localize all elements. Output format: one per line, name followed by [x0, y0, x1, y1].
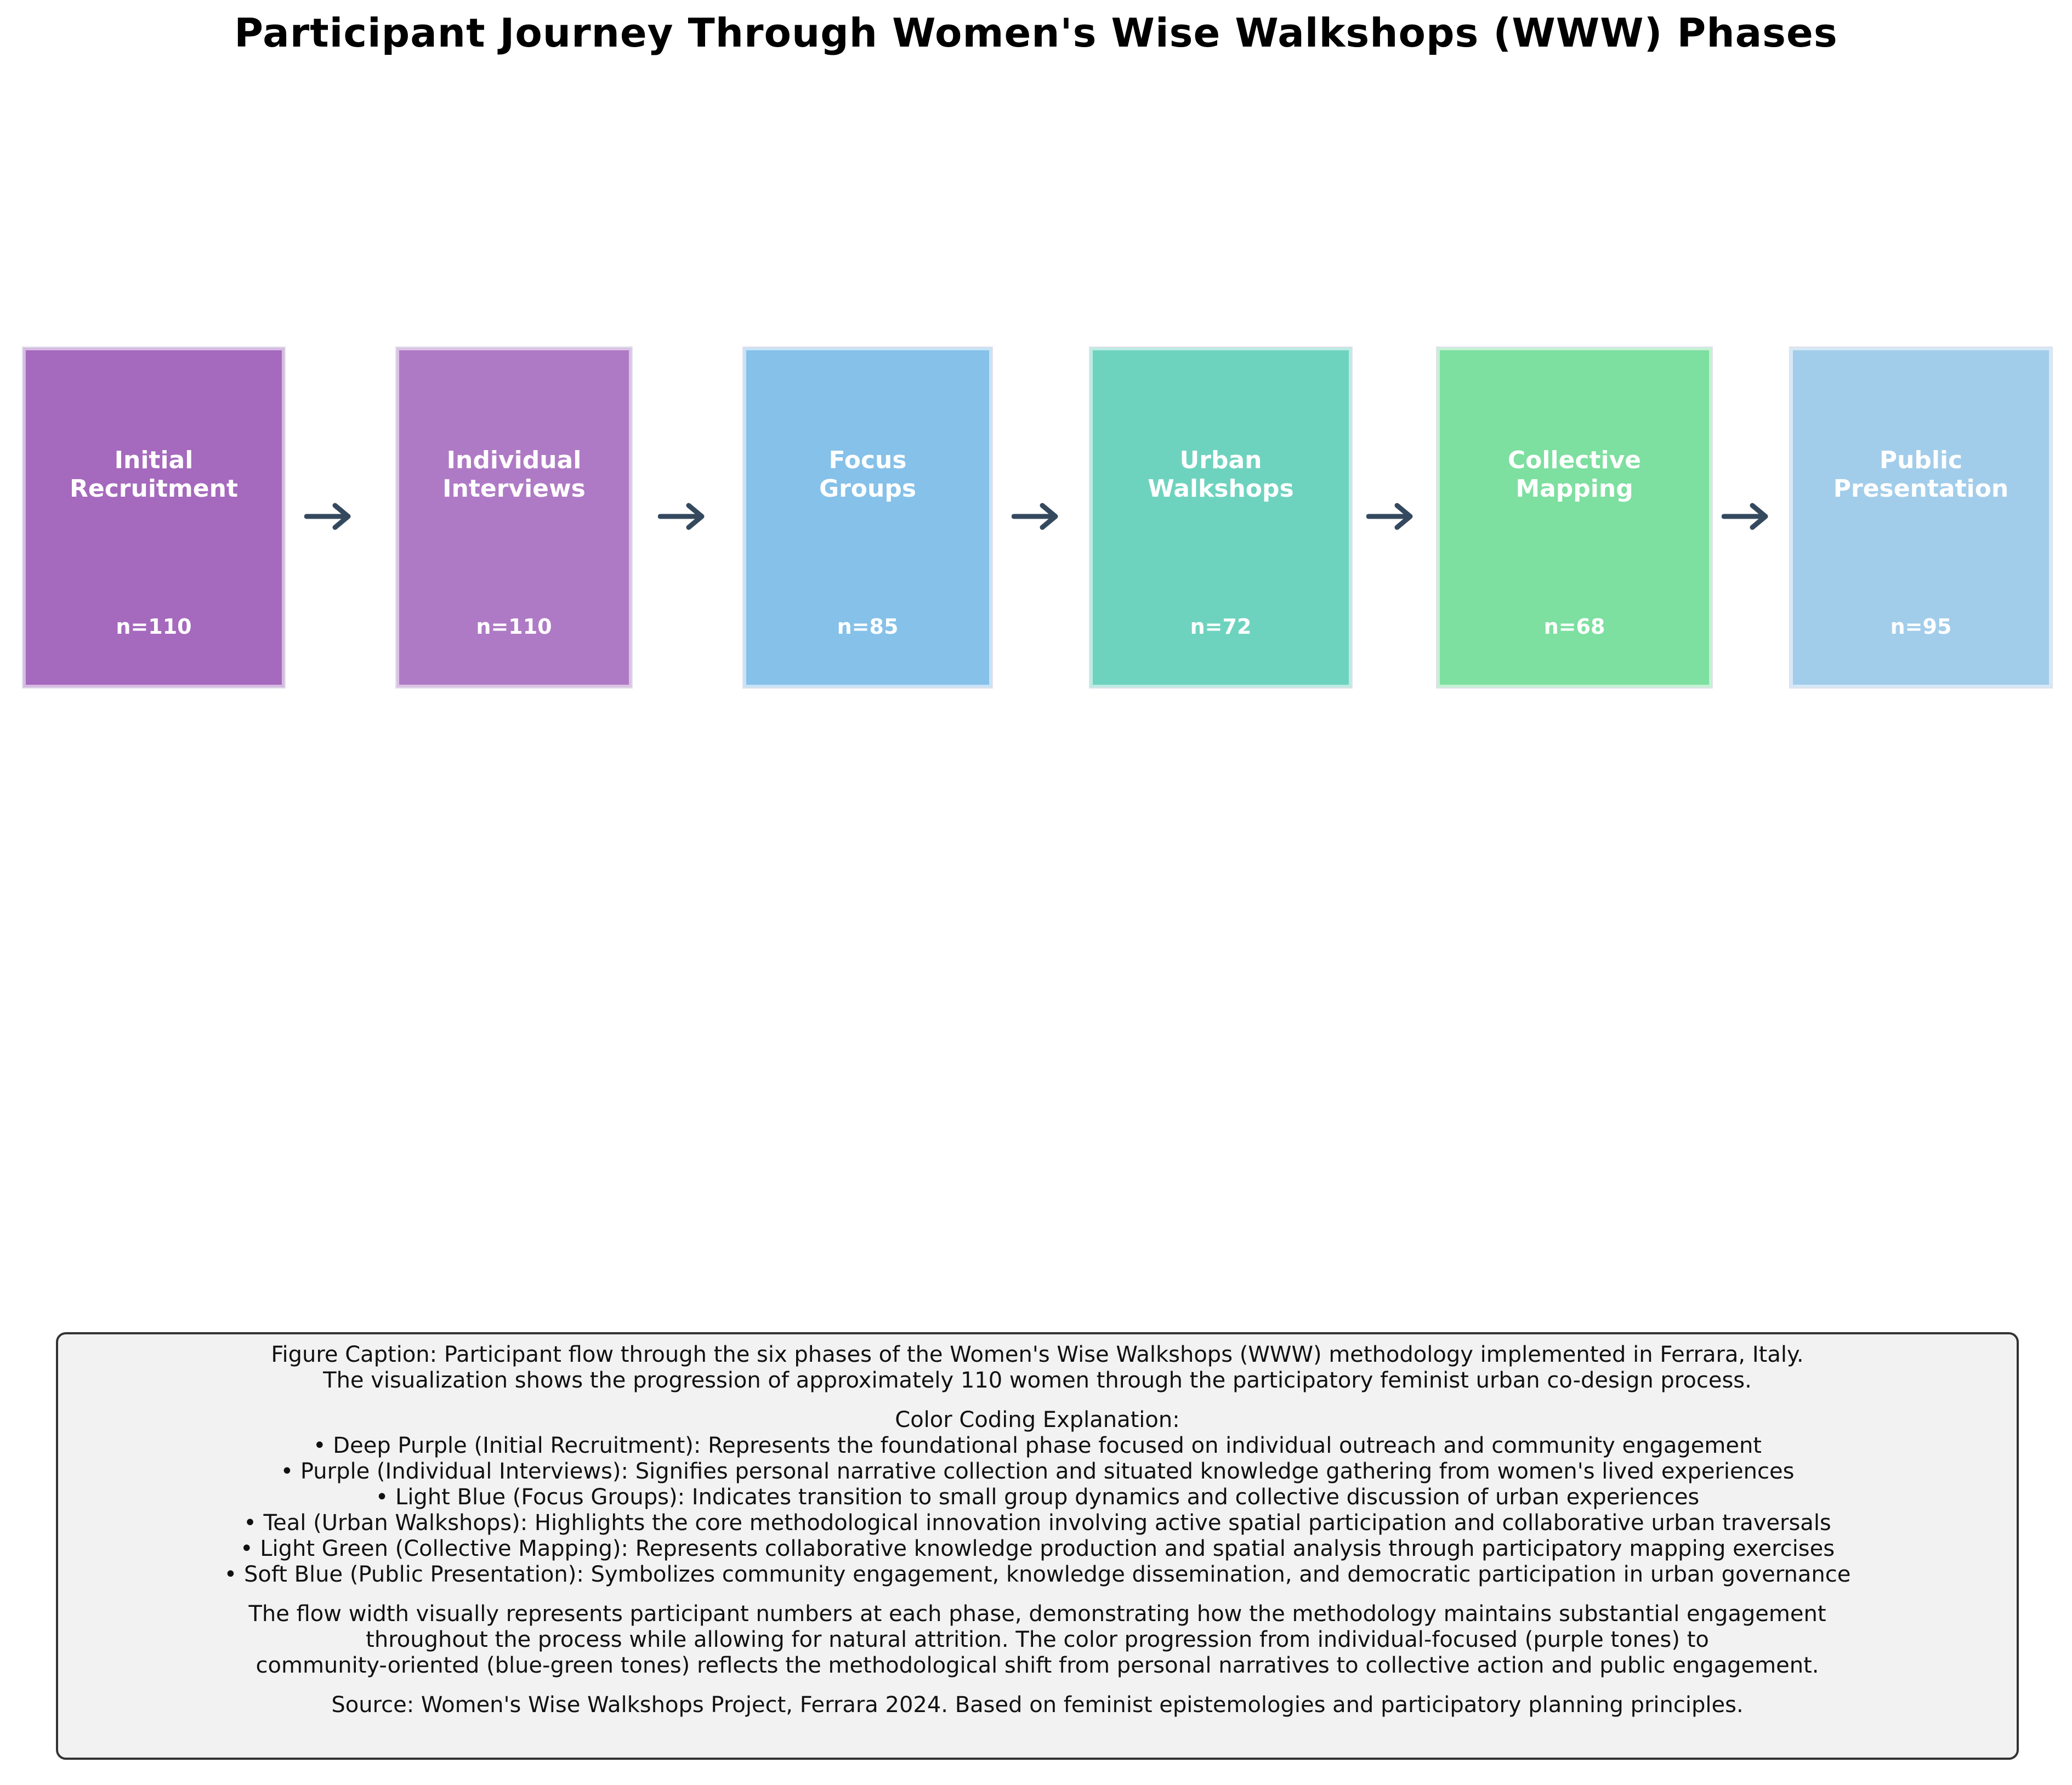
arrow-right-icon	[304, 503, 351, 530]
page-title: Participant Journey Through Women's Wise…	[234, 10, 1838, 56]
caption-source: Source: Women's Wise Walkshops Project, …	[331, 1692, 1744, 1718]
caption-intro-line: The visualization shows the progression …	[323, 1368, 1752, 1393]
caption-intro-line: Figure Caption: Participant flow through…	[271, 1342, 1804, 1367]
arrow-right-icon	[1366, 503, 1413, 530]
caption-flow-line: throughout the process while allowing fo…	[366, 1627, 1709, 1652]
phase-count: n=110	[476, 615, 552, 639]
phase-name: Collective Mapping	[1507, 446, 1642, 503]
phase-count: n=85	[837, 615, 899, 639]
phase-box: Focus Groups n=85	[742, 346, 993, 689]
arrow-right-icon	[1722, 503, 1768, 530]
caption-color-item: • Deep Purple (Initial Recruitment): Rep…	[313, 1433, 1762, 1458]
phase-name: Individual Interviews	[442, 446, 586, 503]
phase-box: Public Presentation n=95	[1789, 346, 2053, 689]
phase-name: Public Presentation	[1833, 446, 2009, 503]
caption-color-item: • Light Blue (Focus Groups): Indicates t…	[375, 1485, 1700, 1510]
arrow-right-icon	[1012, 503, 1058, 530]
phase-box: Individual Interviews n=110	[395, 346, 633, 689]
caption-color-item: • Soft Blue (Public Presentation): Symbo…	[224, 1562, 1851, 1587]
phase-count: n=95	[1890, 615, 1952, 639]
figure-caption: Figure Caption: Participant flow through…	[56, 1332, 2019, 1760]
caption-color-item: • Purple (Individual Interviews): Signif…	[280, 1459, 1795, 1484]
phase-box: Initial Recruitment n=110	[22, 346, 286, 689]
caption-color-item: • Teal (Urban Walkshops): Highlights the…	[243, 1510, 1831, 1536]
phase-count: n=68	[1543, 615, 1605, 639]
phase-count: n=72	[1190, 615, 1252, 639]
phase-name: Initial Recruitment	[70, 446, 238, 503]
caption-color-item: • Light Green (Collective Mapping): Repr…	[240, 1536, 1835, 1561]
phase-count: n=110	[116, 615, 192, 639]
phase-box: Urban Walkshops n=72	[1089, 346, 1353, 689]
arrow-right-icon	[658, 503, 705, 530]
phase-name: Urban Walkshops	[1148, 446, 1294, 503]
caption-flow-line: community-oriented (blue-green tones) re…	[256, 1653, 1819, 1678]
caption-color-heading: Color Coding Explanation:	[895, 1407, 1180, 1432]
caption-flow-line: The flow width visually represents parti…	[248, 1601, 1826, 1627]
phase-box: Collective Mapping n=68	[1436, 346, 1713, 689]
phase-name: Focus Groups	[819, 446, 917, 503]
